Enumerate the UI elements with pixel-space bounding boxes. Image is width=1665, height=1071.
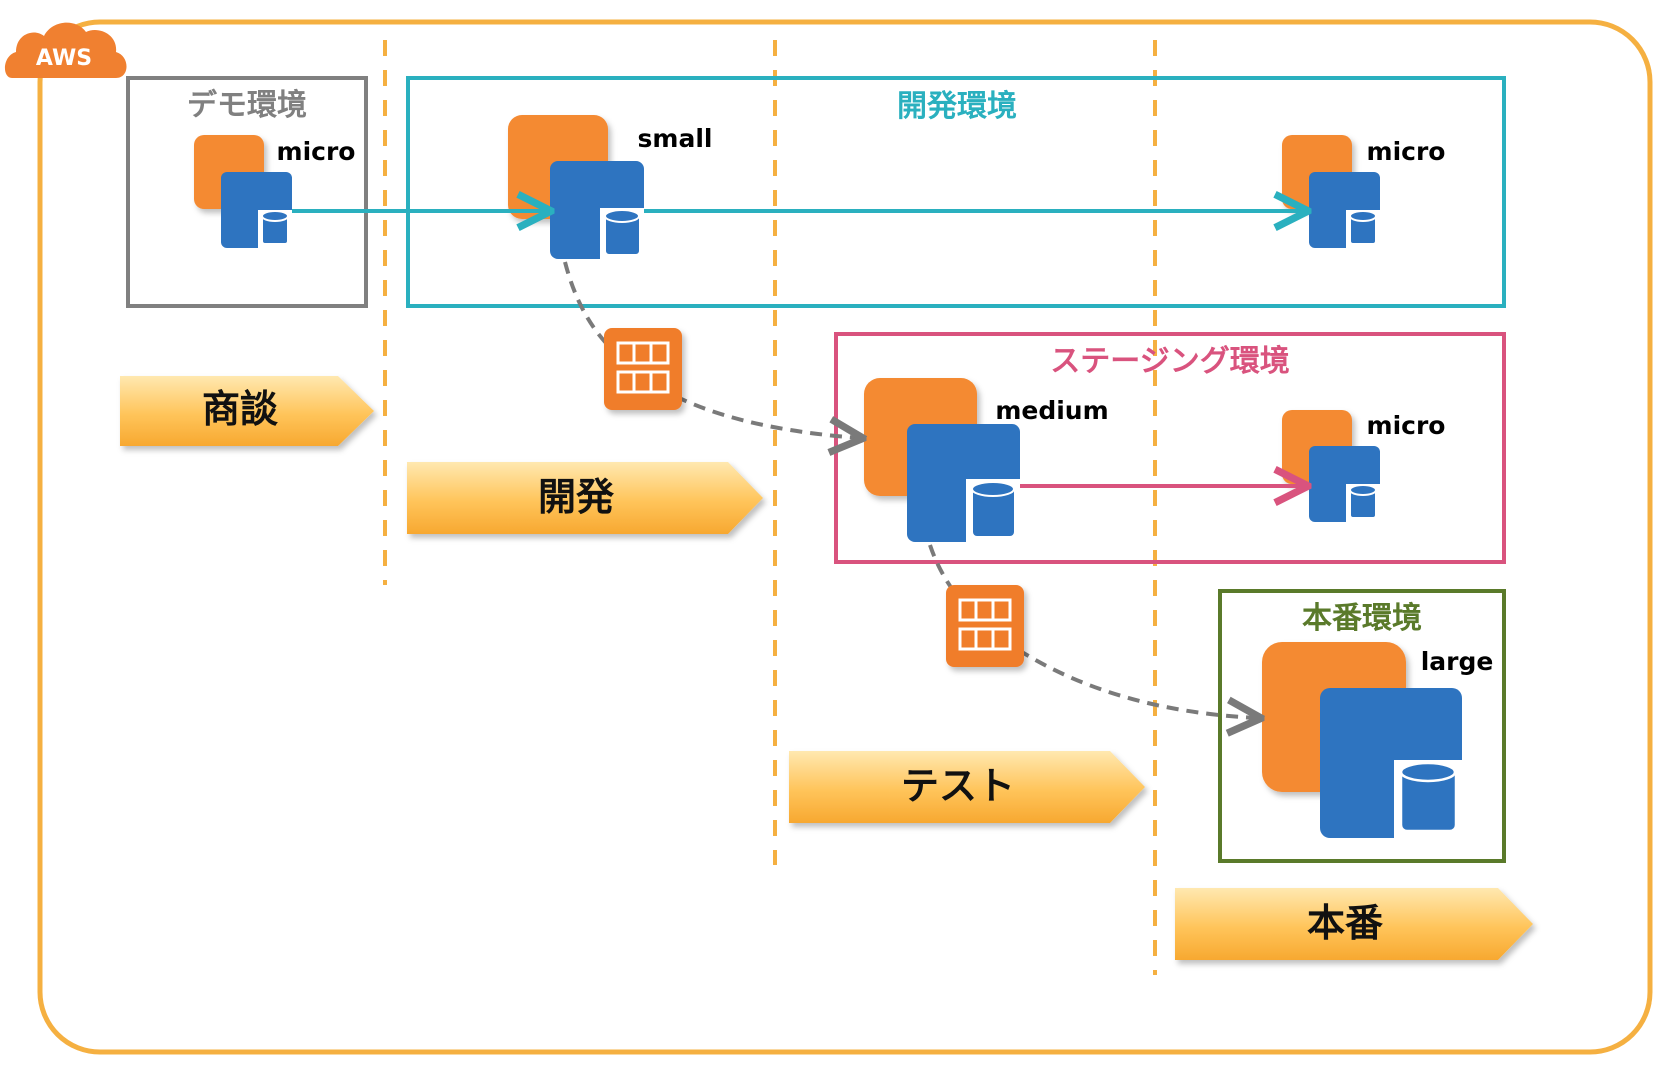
phase-dividers bbox=[383, 40, 1157, 975]
prod-large-instance bbox=[1262, 642, 1462, 838]
dev-right-instance-size: micro bbox=[1367, 137, 1446, 166]
phase-arrow-development: 開発 bbox=[407, 462, 763, 534]
dev-small-instance bbox=[508, 115, 644, 259]
staging-right-instance-size: micro bbox=[1367, 411, 1446, 440]
dev-env-box bbox=[406, 76, 1506, 308]
snapshot-icon bbox=[946, 585, 1024, 667]
aws-label: AWS bbox=[36, 46, 92, 71]
phase-label: テスト bbox=[901, 764, 1015, 808]
demo-instance-size: micro bbox=[277, 137, 356, 166]
staging-medium-instance bbox=[864, 378, 1020, 542]
database-icon bbox=[1394, 760, 1462, 838]
phase-label: 本番 bbox=[1307, 901, 1383, 945]
phase-arrow-production: 本番 bbox=[1175, 888, 1533, 960]
dev-env-title: 開発環境 bbox=[897, 89, 1017, 124]
aws-cloud-frame bbox=[37, 19, 1653, 1055]
phase-label: 商談 bbox=[202, 387, 278, 431]
dev-main-instance-size: small bbox=[638, 124, 713, 153]
database-icon bbox=[600, 208, 644, 259]
prod-instance-size: large bbox=[1421, 647, 1494, 676]
dev-micro-instance bbox=[1282, 135, 1380, 248]
prod-env-box bbox=[1218, 589, 1506, 863]
staging-main-instance-size: medium bbox=[995, 396, 1108, 425]
database-icon bbox=[966, 479, 1020, 542]
database-icon bbox=[258, 210, 292, 248]
phase-arrow-test: テスト bbox=[789, 751, 1145, 823]
database-icon bbox=[1346, 210, 1380, 248]
demo-env-title: デモ環境 bbox=[187, 88, 307, 123]
phase-arrow-negotiation: 商談 bbox=[120, 376, 374, 446]
staging-to-prod-dashed-arrow bbox=[928, 544, 1258, 718]
phase-label: 開発 bbox=[538, 475, 615, 519]
demo-micro-instance bbox=[194, 135, 292, 248]
prod-env-title: 本番環境 bbox=[1302, 601, 1422, 636]
staging-micro-instance bbox=[1282, 410, 1380, 522]
demo-env-box bbox=[126, 76, 368, 308]
database-icon bbox=[1346, 484, 1380, 522]
snapshot-icon bbox=[604, 328, 682, 410]
staging-env-title: ステージング環境 bbox=[1050, 344, 1289, 379]
aws-badge: AWS bbox=[4, 22, 127, 78]
